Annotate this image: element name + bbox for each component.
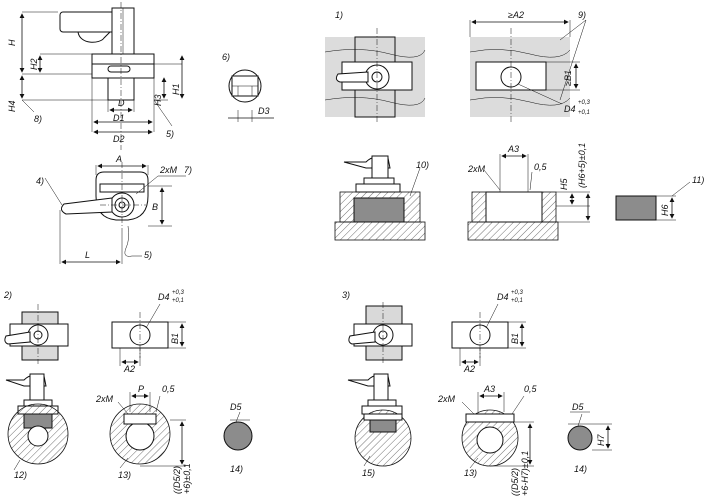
label-A2b: A2 <box>123 364 135 374</box>
label-P: P <box>138 384 144 394</box>
label-L: L <box>85 250 90 260</box>
label-dim2a: ((D5/2) <box>172 466 182 494</box>
label-A: A <box>115 154 122 164</box>
label-B1b: B1 <box>170 333 180 344</box>
label-D3: D3 <box>258 106 270 116</box>
label-7: 7) <box>184 165 192 175</box>
label-A3a: A3 <box>507 144 519 154</box>
label-2: 2) <box>3 290 12 300</box>
label-13b: 13) <box>464 468 477 478</box>
label-2xM-7: 2xM <box>159 165 178 175</box>
label-H2: H2 <box>29 58 39 70</box>
label-H3: H3 <box>153 94 163 106</box>
label-2xM-b: 2xM <box>95 394 114 404</box>
variant-3: D4 +0,3 +0,1 B1 A2 15) 2xM A3 0,5 13) ((… <box>347 290 612 496</box>
label-H1: H1 <box>171 83 181 95</box>
label-D4c-lower: +0,1 <box>511 298 523 304</box>
label-05a: 0,5 <box>534 162 548 172</box>
label-H5: H5 <box>559 178 569 190</box>
label-D4b-upper: +0,3 <box>172 290 185 296</box>
label-D4a: D4 <box>564 104 576 114</box>
label-H4: H4 <box>7 100 17 112</box>
label-D4a-lower: +0,1 <box>578 110 590 116</box>
label-2xM-a: 2xM <box>467 164 486 174</box>
label-13a: 13) <box>118 470 131 480</box>
label-geB1: ≥B1 <box>563 70 573 86</box>
label-A2c: A2 <box>463 364 475 374</box>
label-D5b: D5 <box>230 402 242 412</box>
label-05c: 0,5 <box>524 384 538 394</box>
label-8: 8) <box>34 114 42 124</box>
label-5b: 5) <box>144 250 152 260</box>
label-H7: H7 <box>596 434 606 446</box>
label-4: 4) <box>36 176 44 186</box>
label-dim2b: +6)±0,1 <box>182 463 192 494</box>
detail-11: 11) H6 <box>615 175 704 221</box>
label-3: 3) <box>342 290 350 300</box>
label-H: H <box>7 39 17 46</box>
label-H6: H6 <box>660 204 670 216</box>
label-A3c: A3 <box>483 384 495 394</box>
label-D4c: D4 <box>497 292 509 302</box>
label-D: D <box>118 98 125 108</box>
label-D4b-lower: +0,1 <box>172 298 184 304</box>
label-1: 1) <box>335 10 343 20</box>
label-15: 15) <box>362 468 375 478</box>
label-D4b: D4 <box>158 292 170 302</box>
label-dim3a: ((D5/2) <box>510 468 520 496</box>
label-geA2: ≥A2 <box>508 10 524 20</box>
label-2xM-c: 2xM <box>437 394 456 404</box>
label-D1: D1 <box>113 113 125 123</box>
label-14a: 14) <box>230 464 243 474</box>
label-11: 11) <box>692 175 704 185</box>
label-10: 10) <box>416 160 429 170</box>
variant-2: D4 +0,3 +0,1 B1 A2 12) 2xM P 0,5 13) ((D… <box>4 290 253 494</box>
label-H6H5: (H6+5)±0,1 <box>577 143 587 188</box>
detail-6: 6) D3 <box>222 52 274 122</box>
label-B: B <box>152 202 158 212</box>
label-dim3b: +6-H7)±0,1 <box>520 451 530 496</box>
label-12: 12) <box>14 470 27 480</box>
label-5a: 5) <box>166 129 174 139</box>
label-B1c: B1 <box>510 333 520 344</box>
label-6: 6) <box>222 52 230 62</box>
variant-1-section: 10) 2xM A3 0,5 H5 (H6+5)±0,1 <box>334 143 591 241</box>
variant-1-top: ≥A2 9) ≥B1 D4 +0,3 +0,1 <box>324 10 591 122</box>
label-9: 9) <box>578 10 586 20</box>
label-D5c: D5 <box>572 402 584 412</box>
label-14b: 14) <box>574 464 587 474</box>
label-D4c-upper: +0,3 <box>511 290 524 296</box>
clamp-top-view: A B 4) L 5) 2xM 7) <box>36 154 192 265</box>
label-D4a-upper: +0,3 <box>578 100 591 106</box>
label-D2: D2 <box>113 134 125 144</box>
label-05b: 0,5 <box>162 384 176 394</box>
clamp-side-view: H H2 H4 8) D D1 D2 H3 H1 5) <box>7 2 185 150</box>
